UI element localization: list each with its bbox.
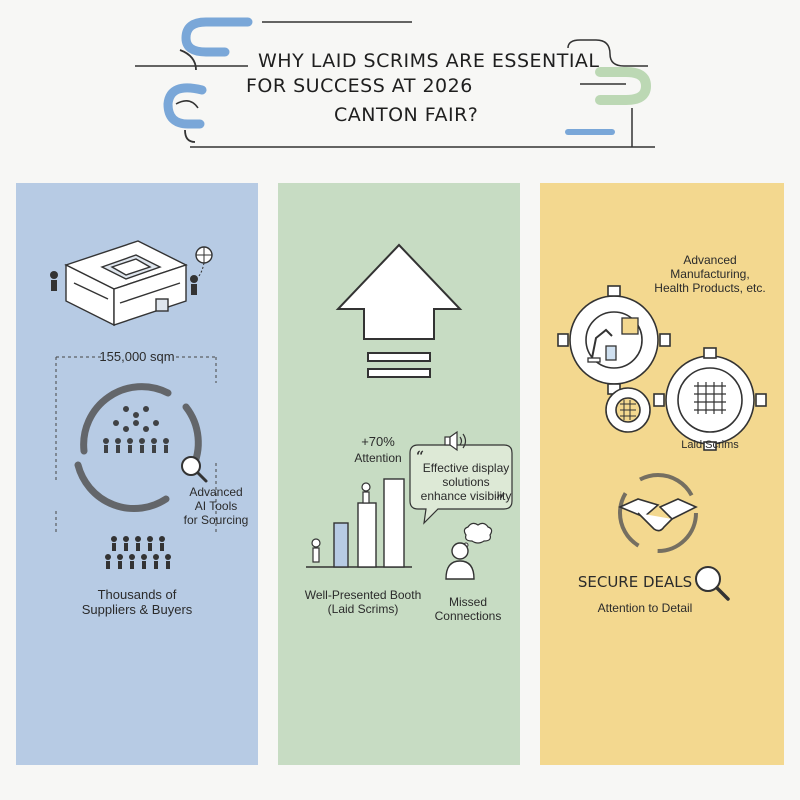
gear-label: Laid Scrims <box>681 439 739 451</box>
bubble-text-3: enhance visibility <box>420 489 512 503</box>
suppliers-label-1: Thousands of <box>97 587 177 602</box>
bubble-text-2: solutions <box>442 475 490 489</box>
crowd-icon <box>105 536 171 569</box>
gears-diagram <box>557 285 767 451</box>
ai-tools-label-1: Advanced <box>189 485 243 499</box>
attention-detail-label: Attention to Detail <box>597 601 693 615</box>
exhibition-hall-icon <box>50 240 213 327</box>
ai-tools-label-3: for Sourcing <box>183 513 249 527</box>
missed-connections-icon <box>445 522 493 580</box>
up-arrow-icon <box>335 243 463 378</box>
ai-tools-label-2: AI Tools <box>194 499 238 513</box>
header-decoration-left <box>135 17 655 148</box>
speaker-icon <box>444 430 467 452</box>
booth-label-2: (Laid Scrims) <box>327 602 399 616</box>
industries-label-3: Health Products, etc. <box>654 281 766 295</box>
magnifier-icon <box>181 456 208 483</box>
header-decoration-right <box>565 39 652 147</box>
handshake-icon <box>617 473 698 553</box>
secure-deals-label: SECURE DEALS <box>577 573 693 591</box>
speech-bubble: “ ” <box>409 444 513 525</box>
attention-value: +70% <box>361 434 395 449</box>
suppliers-label-2: Suppliers & Buyers <box>81 602 193 617</box>
title-line-2: FOR SUCCESS AT 2026 <box>246 75 473 97</box>
svg-text:”: ” <box>496 493 504 509</box>
bubble-text-1: Effective display <box>422 461 510 475</box>
sourcing-cycle-diagram <box>55 356 217 533</box>
attention-bar-chart <box>306 478 412 568</box>
magnifier-icon-deals <box>695 566 730 601</box>
panel-deals: Advanced Manufacturing, Health Products,… <box>540 183 784 765</box>
booth-label-1: Well-Presented Booth <box>304 588 422 602</box>
svg-text:“: “ <box>416 449 424 465</box>
panel-visibility: +70% Attention “ ” Effective display sol… <box>278 183 520 765</box>
venue-area-label: 155,000 sqm <box>99 349 175 364</box>
title-line-1: WHY LAID SCRIMS ARE ESSENTIAL <box>258 50 600 72</box>
missed-label-1: Missed <box>448 595 487 609</box>
industries-label-2: Manufacturing, <box>670 267 750 281</box>
title-line-3: CANTON FAIR? <box>334 104 479 126</box>
missed-label-2: Connections <box>434 609 502 623</box>
industries-label-1: Advanced <box>683 253 737 267</box>
attention-label: Attention <box>354 451 402 465</box>
panel-venue: 155,000 sqm Advanced AI Tools for Sourci… <box>16 183 258 765</box>
